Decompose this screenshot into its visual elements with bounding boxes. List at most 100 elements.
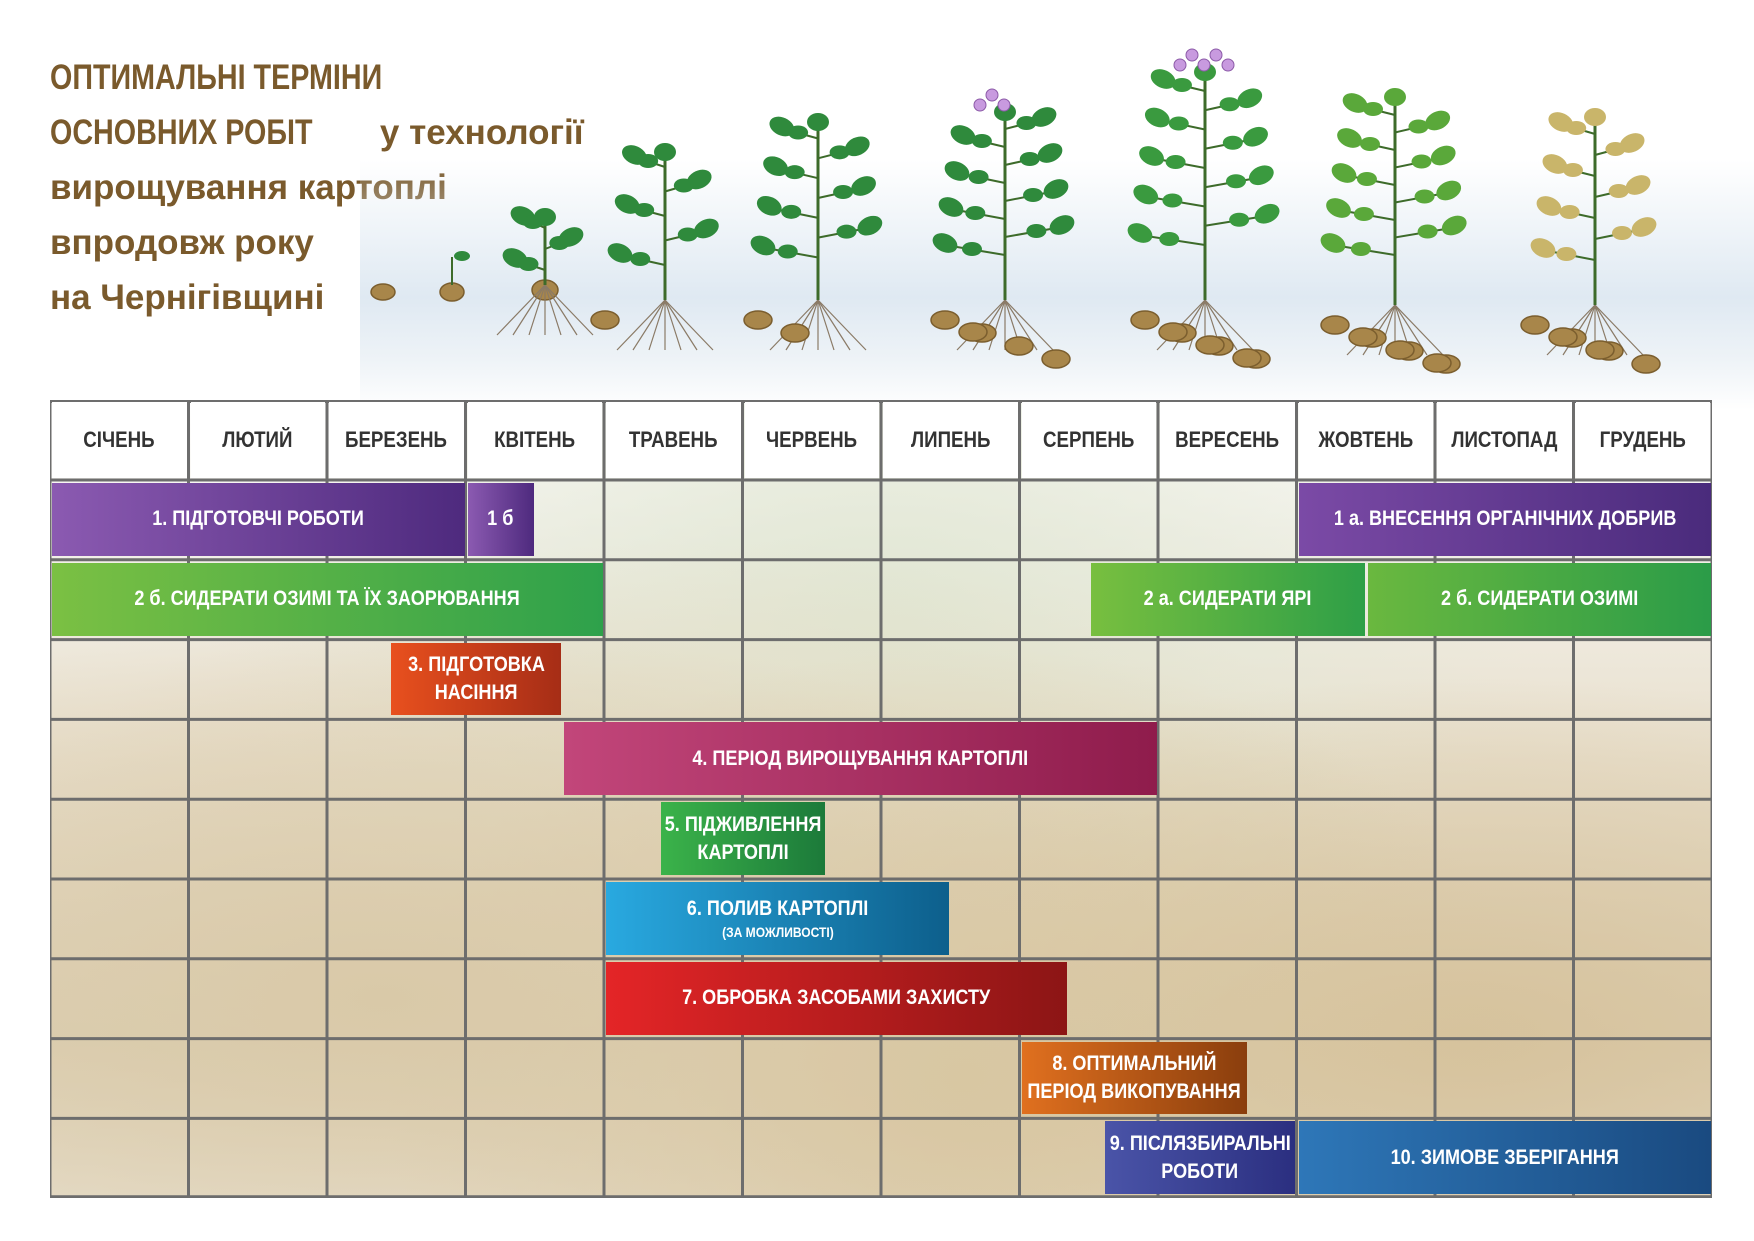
leaf-icon — [777, 244, 798, 259]
tuber-icon — [1320, 315, 1350, 335]
leaf-icon — [1619, 133, 1645, 153]
tuber-icon — [1158, 322, 1188, 342]
month-header-cell: ЧЕРВЕНЬ — [744, 402, 879, 478]
task-bar: 1 а. ВНЕСЕННЯ ОРГАНІЧНИХ ДОБРИВ — [1298, 483, 1711, 556]
task-bar: 1. ПІДГОТОВЧІ РОБОТИ — [52, 483, 465, 556]
task-bar: 1 б — [467, 483, 534, 556]
leaf-icon — [1168, 116, 1189, 131]
task-label: 2 б. СИДЕРАТИ ОЗИМІ ТА ЇХ ЗАОРЮВАННЯ — [134, 587, 521, 611]
root-icon — [988, 299, 1006, 351]
month-header-cell: ЛЮТИЙ — [190, 402, 325, 478]
leaf-icon — [1384, 88, 1406, 106]
leaf-icon — [1363, 102, 1384, 116]
task-label: 1 а. ВНЕСЕННЯ ОРГАНІЧНИХ ДОБРИВ — [1333, 507, 1676, 531]
leaf-icon — [1556, 247, 1577, 261]
task-label: 10. ЗИМОВЕ ЗБЕРІГАННЯ — [1390, 1145, 1619, 1169]
title-line-1: ОПТИМАЛЬНІ ТЕРМІНИ — [50, 58, 383, 97]
leaf-icon — [950, 125, 976, 145]
leaf-icon — [654, 143, 676, 161]
leaf-icon — [1326, 198, 1351, 218]
leaf-icon — [1023, 188, 1044, 202]
leaf-icon — [1331, 163, 1357, 183]
task-bar: 6. ПОЛИВ КАРТОПЛІ(ЗА МОЖЛИВОСТІ) — [606, 882, 950, 955]
root-icon — [664, 299, 698, 351]
leaf-icon — [1243, 126, 1268, 147]
leaf-icon — [851, 176, 876, 196]
month-header-cell: ЛИСТОПАД — [1437, 402, 1572, 478]
leaf-icon — [836, 224, 857, 239]
month-header-cell: ВЕРЕСЕНЬ — [1160, 402, 1295, 478]
leaf-icon — [454, 251, 470, 261]
leaf-icon — [938, 197, 964, 217]
leaf-icon — [1342, 93, 1368, 113]
task-label: 2 а. СИДЕРАТИ ЯРІ — [1143, 587, 1312, 611]
leaf-icon — [1026, 224, 1047, 238]
root-icon — [817, 299, 867, 351]
task-bar: 7. ОБРОБКА ЗАСОБАМИ ЗАХИСТУ — [606, 961, 1067, 1035]
task-bar: 10. ЗИМОВЕ ЗБЕРІГАННЯ — [1298, 1121, 1711, 1195]
leaf-icon — [1625, 175, 1651, 195]
tuber-icon — [743, 310, 773, 330]
month-header-cell: СІЧЕНЬ — [52, 402, 187, 478]
root-icon — [512, 284, 546, 336]
leaf-icon — [1353, 207, 1374, 221]
tuber-icon — [1548, 327, 1578, 347]
leaf-icon — [857, 215, 883, 236]
leaf-icon — [1411, 154, 1432, 169]
leaf-icon — [518, 257, 539, 271]
task-bar: 2 б. СИДЕРАТИ ОЗИМІ ТА ЇХ ЗАОРЮВАННЯ — [52, 562, 603, 636]
task-label: 9. ПІСЛЯЗБИРАЛЬНІ — [1109, 1131, 1291, 1155]
leaf-icon — [784, 165, 805, 180]
leaf-icon — [1222, 135, 1243, 150]
task-bar: 4. ПЕРІОД ВИРОЩУВАННЯ КАРТОПЛІ — [564, 722, 1157, 796]
title-line-5: на Чернігівщині — [50, 278, 325, 317]
tuber-icon — [590, 310, 620, 330]
task-label: 8. ОПТИМАЛЬНИЙ — [1052, 1051, 1217, 1075]
flower-icon — [973, 98, 987, 112]
month-header-cell: ГРУДЕНЬ — [1575, 402, 1710, 478]
seed-tuber-icon — [370, 283, 396, 301]
task-label-line2: (ЗА МОЖЛИВОСТІ) — [721, 924, 834, 941]
leaf-icon — [1127, 223, 1153, 243]
tuber-icon — [1348, 327, 1378, 347]
flower-icon — [1209, 48, 1223, 62]
leaf-icon — [962, 242, 982, 256]
leaf-icon — [1049, 215, 1075, 235]
leaf-icon — [1043, 179, 1069, 199]
leaf-icon — [1159, 232, 1180, 246]
leaf-icon — [788, 125, 809, 140]
leaf-icon — [781, 204, 802, 219]
leaf-icon — [630, 252, 651, 266]
leaf-icon — [1139, 146, 1164, 166]
root-icon — [817, 299, 851, 351]
leaf-icon — [634, 203, 655, 217]
leaf-icon — [1019, 152, 1040, 166]
task-label: 3. ПІДГОТОВКА — [408, 652, 545, 676]
leaf-icon — [1611, 226, 1632, 240]
flower-icon — [1173, 58, 1187, 72]
task-label-line2: КАРТОПЛІ — [697, 840, 789, 864]
tuber-icon — [1585, 340, 1615, 360]
leaf-icon — [638, 154, 659, 168]
leaf-icon — [1436, 180, 1462, 201]
root-icon — [801, 299, 819, 351]
tuber-icon — [1631, 354, 1661, 374]
root-icon — [1594, 304, 1644, 356]
root-icon — [544, 284, 562, 336]
month-header-cell: БЕРЕЗЕНЬ — [329, 402, 464, 478]
leaf-icon — [1171, 78, 1192, 92]
leaf-icon — [673, 178, 694, 193]
title-line-4: впродовж року — [50, 223, 314, 262]
tuber-icon — [930, 310, 960, 330]
root-icon — [664, 299, 714, 351]
tuber-icon — [1385, 340, 1415, 360]
leaf-icon — [1441, 215, 1467, 236]
leaf-icon — [607, 243, 633, 263]
task-label: 1. ПІДГОТОВЧІ РОБОТИ — [152, 507, 365, 531]
task-label-line2: ПЕРІОД ВИКОПУВАННЯ — [1027, 1079, 1241, 1103]
root-icon — [1004, 299, 1054, 351]
leaf-icon — [1320, 233, 1346, 253]
leaf-icon — [1536, 196, 1562, 216]
month-header-cell: ТРАВЕНЬ — [606, 402, 741, 478]
